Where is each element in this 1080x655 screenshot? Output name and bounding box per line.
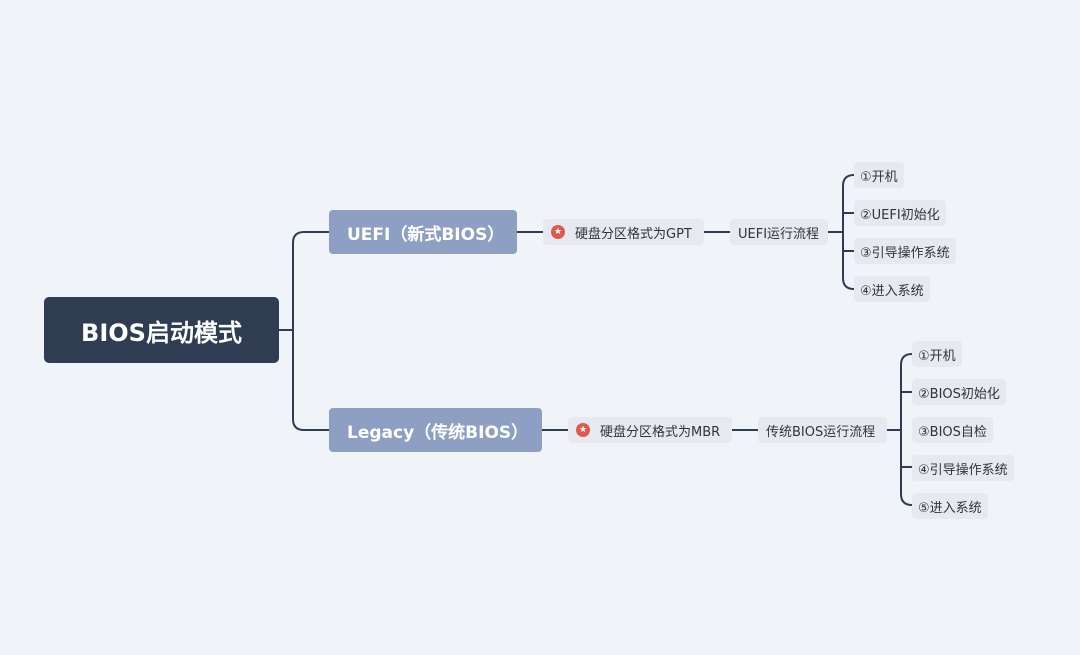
star-marker-icon: ★ — [576, 423, 590, 437]
uefi-branch[interactable]: UEFI（新式BIOS） — [329, 210, 517, 254]
legacy-branch-label: Legacy（传统BIOS） — [347, 422, 529, 443]
connector-root-uefi — [279, 231, 329, 331]
uefi-step-2[interactable]: ②UEFI初始化 — [854, 200, 946, 226]
legacy-flow-label: 传统BIOS运行流程 — [766, 424, 876, 440]
connector-uefi-steps — [828, 174, 855, 290]
legacy-step-2[interactable]: ②BIOS初始化 — [912, 379, 1006, 405]
uefi-step-label: ④进入系统 — [860, 283, 924, 299]
legacy-partition-node[interactable]: ★ 硬盘分区格式为MBR — [568, 417, 732, 443]
legacy-step-label: ⑤进入系统 — [918, 500, 982, 516]
legacy-step-3[interactable]: ③BIOS自检 — [912, 417, 993, 443]
root-node[interactable]: BIOS启动模式 — [44, 297, 279, 363]
uefi-step-label: ③引导操作系统 — [860, 245, 950, 261]
uefi-step-label: ①开机 — [860, 169, 898, 185]
connector-root-legacy — [292, 330, 329, 431]
uefi-flow-node[interactable]: UEFI运行流程 — [730, 219, 828, 245]
uefi-step-4[interactable]: ④进入系统 — [854, 276, 930, 302]
legacy-step-label: ④引导操作系统 — [918, 462, 1008, 478]
legacy-partition-label: 硬盘分区格式为MBR — [600, 424, 721, 440]
uefi-branch-label: UEFI（新式BIOS） — [347, 224, 505, 245]
uefi-flow-label: UEFI运行流程 — [738, 226, 820, 242]
legacy-step-5[interactable]: ⑤进入系统 — [912, 493, 988, 519]
uefi-partition-node[interactable]: ★ 硬盘分区格式为GPT — [543, 219, 704, 245]
star-marker-icon: ★ — [551, 225, 565, 239]
uefi-step-3[interactable]: ③引导操作系统 — [854, 238, 956, 264]
legacy-flow-node[interactable]: 传统BIOS运行流程 — [758, 417, 887, 443]
legacy-step-label: ①开机 — [918, 348, 956, 364]
connector-legacy-steps — [887, 353, 913, 506]
legacy-step-label: ③BIOS自检 — [918, 424, 987, 440]
root-label: BIOS启动模式 — [81, 318, 242, 347]
legacy-step-1[interactable]: ①开机 — [912, 341, 962, 367]
uefi-step-label: ②UEFI初始化 — [860, 207, 940, 223]
legacy-step-4[interactable]: ④引导操作系统 — [912, 455, 1014, 481]
uefi-partition-label: 硬盘分区格式为GPT — [575, 226, 692, 242]
legacy-branch[interactable]: Legacy（传统BIOS） — [329, 408, 542, 452]
uefi-step-1[interactable]: ①开机 — [854, 162, 904, 188]
legacy-step-label: ②BIOS初始化 — [918, 386, 1000, 402]
